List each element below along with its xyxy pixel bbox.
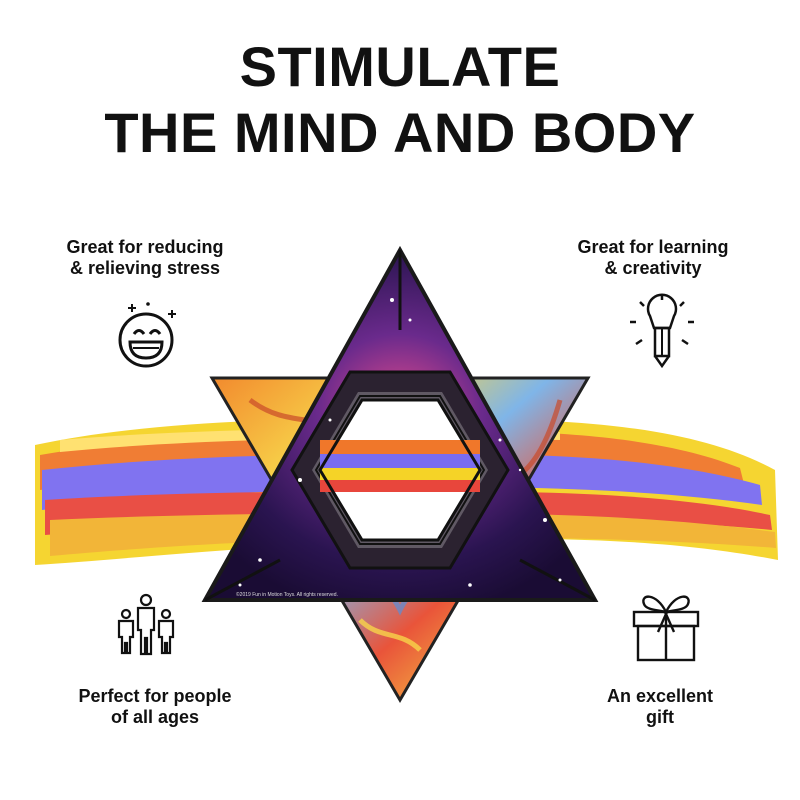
feature-gift-line-2: gift [646,707,674,727]
feature-stress-relief-line-2: & relieving stress [69,258,221,278]
feature-learning-line-1: Great for learning [577,237,729,257]
galaxy-stars [238,278,562,587]
family-people-icon [117,593,175,656]
hexagon-inner-view [318,398,482,542]
headline-line-2: THE MIND AND BODY [104,101,696,164]
laughing-face-icon [118,302,176,368]
feature-gift-line-1: An excellent [606,686,714,706]
feature-stress-relief: Great for reducing & relieving stress [40,237,250,279]
feature-learning-creativity: Great for learning & creativity [548,237,758,279]
feature-all-ages-line-1: Perfect for people [78,686,232,706]
gift-box-icon [632,595,700,662]
feature-excellent-gift: An excellent gift [560,686,760,728]
feature-learning-line-2: & creativity [604,258,702,278]
feature-stress-relief-line-1: Great for reducing [66,237,224,257]
feature-all-ages-line-2: of all ages [110,707,200,727]
feature-all-ages: Perfect for people of all ages [40,686,270,728]
lightbulb-pencil-icon [630,293,694,369]
headline-line-1: STIMULATE [239,35,561,98]
copyright-text: ©2019 Fun in Motion Toys. All rights res… [236,592,338,598]
